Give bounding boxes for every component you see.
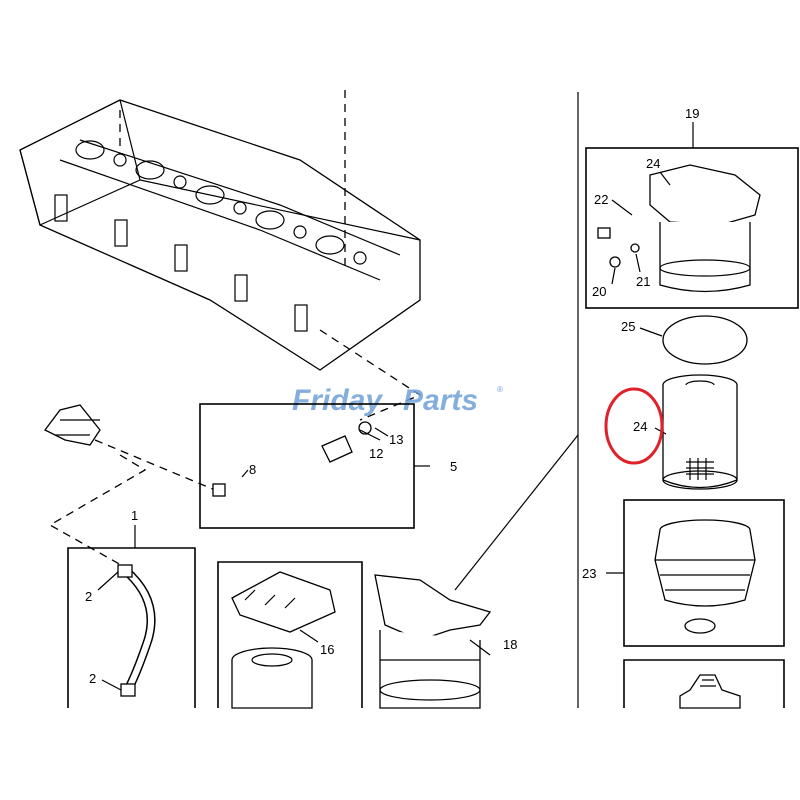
callout-25: 25	[621, 319, 635, 334]
callout-2-upper: 2	[85, 589, 92, 604]
callout-16: 16	[320, 642, 334, 657]
svg-text:®: ®	[497, 385, 503, 394]
box-5-fuel-line	[199, 403, 430, 529]
callout-12: 12	[369, 446, 383, 461]
callout-20: 20	[592, 284, 606, 299]
fuel-line-assembly	[44, 404, 216, 571]
clamp-8	[212, 483, 226, 497]
callout-23: 23	[582, 566, 596, 581]
callout-22: 22	[594, 192, 608, 207]
cylinder-head	[19, 90, 422, 421]
callout-18: 18	[503, 637, 517, 652]
callout-8: 8	[249, 462, 256, 477]
assembly-18	[374, 434, 579, 709]
callout-24-top: 24	[646, 156, 660, 171]
mesh-pattern	[686, 458, 714, 480]
clamp-2-upper	[117, 564, 133, 578]
filter-element-24	[654, 374, 738, 490]
box-23-filter-bowl	[606, 499, 785, 647]
callout-21: 21	[636, 274, 650, 289]
callout-1: 1	[131, 508, 138, 523]
box-19-filter-head-assembly	[585, 122, 799, 309]
callout-5: 5	[450, 459, 457, 474]
callout-13: 13	[389, 432, 403, 447]
fitting-12	[321, 435, 353, 463]
callout-2-lower: 2	[89, 671, 96, 686]
bolt-20	[609, 256, 621, 268]
box-bottom-right	[623, 659, 785, 709]
head-ports	[54, 140, 367, 332]
highlight-circle	[604, 387, 664, 465]
svg-text:Parts: Parts	[403, 384, 478, 417]
svg-text:Friday: Friday	[292, 384, 383, 417]
seal-21	[630, 243, 640, 253]
box-1-hose	[67, 525, 196, 708]
box-16-filter-head	[217, 561, 363, 709]
callout-19: 19	[685, 106, 699, 121]
bracket-22	[597, 227, 611, 239]
watermark: Friday Parts ®	[292, 384, 503, 417]
clamp-2-lower	[120, 683, 136, 697]
callout-24: 24	[633, 419, 647, 434]
o-ring-25	[639, 315, 748, 365]
